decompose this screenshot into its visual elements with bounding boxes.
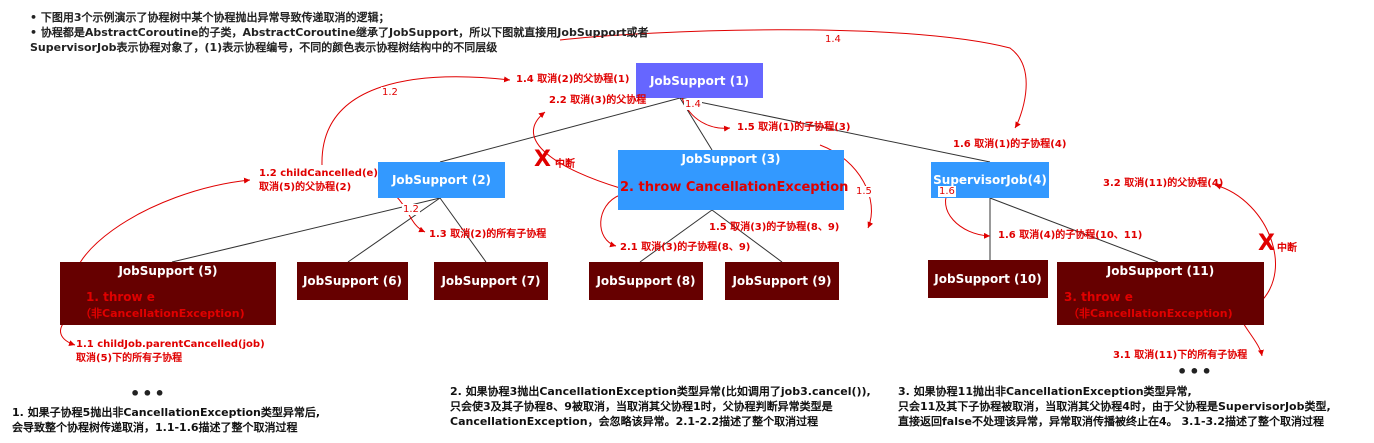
node-7-label: JobSupport (7) <box>441 274 541 288</box>
annotation-1-5-bottom: 1.5 取消(3)的子协程(8、9) <box>709 222 840 233</box>
more-children-ellipsis-left: ••• <box>130 384 167 403</box>
node-5-throw-line-2: （非CancellationException) <box>80 307 245 320</box>
annotation-2-2: 2.2 取消(3)的父协程 <box>549 95 647 106</box>
intro-line-1: • 下图用3个示例演示了协程树中某个协程抛出异常导致传递取消的逻辑； <box>30 11 390 24</box>
node-2-label: JobSupport (2) <box>391 173 492 187</box>
node-3-label: JobSupport (3) <box>681 152 781 166</box>
note-3-line-3: 直接返回false不处理该异常，异常取消传播被终止在4。 3.1-3.2描述了整… <box>898 415 1325 428</box>
step-label-1-5: 1.5 <box>855 186 873 197</box>
tree-edges <box>171 97 1159 263</box>
node-5-throw-text: 1. throw e <box>86 290 155 304</box>
note-2-line-2: 只会使3及其子协程8、9被取消，当取消其父协程1时，父协程判断异常类型是 <box>450 400 833 413</box>
note-example-2: 2. 如果协程3抛出CancellationException类型异常(比如调用… <box>450 384 871 429</box>
node-10-label: JobSupport (10) <box>934 272 1042 286</box>
node-11-throw-text: 3. throw e <box>1064 290 1133 304</box>
node-11-throw-exception: （非CancellationException) <box>1068 305 1233 321</box>
node-3-throw-text: 2. throw CancellationException <box>620 180 849 195</box>
interrupt-x-mark-right: X <box>1258 231 1275 256</box>
intro-line-2: • 协程都是AbstractCoroutine的子类，AbstractCorou… <box>30 26 649 39</box>
step-label-1-4-top: 1.4 <box>824 34 842 45</box>
node-4-label: SupervisorJob(4) <box>933 173 1047 187</box>
annotation-1-2-a: 1.2 childCancelled(e) <box>259 168 378 179</box>
intro-line-3: SupervisorJob表示协程对象了，(1)表示协程编号，不同的颜色表示协程… <box>30 41 498 54</box>
node-3-throw-line: 2. throw CancellationException <box>620 180 849 195</box>
interrupt-text-middle: 中断 <box>555 159 575 170</box>
node-jobsupport-10: JobSupport (10) <box>928 260 1048 298</box>
node-jobsupport-5: JobSupport (5) <box>60 262 276 325</box>
node-9-label: JobSupport (9) <box>732 274 832 288</box>
step-label-1-4-mid: 1.4 <box>684 99 702 110</box>
annotation-3-1: 3.1 取消(11)下的所有子协程 <box>1113 350 1248 361</box>
node-jobsupport-7: JobSupport (7) <box>434 262 548 300</box>
node-11-throw-line-1: 3. throw e <box>1064 290 1133 304</box>
annotation-1-6-bottom: 1.6 取消(4)的子协程(10、11) <box>998 230 1143 241</box>
annotation-1-1-a: 1.1 childJob.parentCancelled(job) <box>76 339 265 350</box>
step-label-1-6: 1.6 <box>938 186 956 197</box>
note-1-line-1: 1. 如果子协程5抛出非CancellationException类型异常后, <box>12 406 321 419</box>
note-2-line-3: CancellationException，会忽略该异常。2.1-2.2描述了整… <box>450 415 819 428</box>
annotation-3-2: 3.2 取消(11)的父协程(4) <box>1103 178 1224 189</box>
note-1-line-2: 会导致整个协程树传递取消，1.1-1.6描述了整个取消过程 <box>12 421 298 434</box>
interrupt-text-right: 中断 <box>1277 243 1297 254</box>
node-1-label: JobSupport (1) <box>649 74 750 88</box>
node-jobsupport-9: JobSupport (9) <box>725 262 839 300</box>
step-label-1-2: 1.2 <box>381 87 399 98</box>
note-example-3: 3. 如果协程11抛出非CancellationException类型异常, 只… <box>898 384 1331 429</box>
node-11-label: JobSupport (11) <box>1106 264 1215 278</box>
node-jobsupport-6: JobSupport (6) <box>297 262 408 300</box>
annotation-1-5-top: 1.5 取消(1)的子协程(3) <box>737 122 851 133</box>
note-3-line-1: 3. 如果协程11抛出非CancellationException类型异常, <box>898 385 1192 398</box>
note-2-line-1: 2. 如果协程3抛出CancellationException类型异常(比如调用… <box>450 385 871 398</box>
node-jobsupport-8: JobSupport (8) <box>589 262 703 300</box>
intro-text: • 下图用3个示例演示了协程树中某个协程抛出异常导致传递取消的逻辑； • 协程都… <box>30 10 649 55</box>
annotation-1-1-b: 取消(5)下的所有子协程 <box>76 353 183 364</box>
node-5-label: JobSupport (5) <box>118 264 218 278</box>
annotation-2-1: 2.1 取消(3)的子协程(8、9) <box>620 242 751 253</box>
step-label-1-2-bottom: 1.2 <box>402 204 420 215</box>
node-5-throw-line-1: 1. throw e <box>86 290 155 304</box>
node-jobsupport-11: JobSupport (11) <box>1057 262 1264 325</box>
node-6-label: JobSupport (6) <box>302 274 403 288</box>
annotation-1-6-top: 1.6 取消(1)的子协程(4) <box>953 139 1067 150</box>
node-jobsupport-1: JobSupport (1) <box>636 63 763 98</box>
node-jobsupport-3: JobSupport (3) <box>618 150 844 210</box>
note-example-1: 1. 如果子协程5抛出非CancellationException类型异常后, … <box>12 405 320 435</box>
more-children-ellipsis-right: ••• <box>1177 362 1214 381</box>
interrupt-x-mark-middle: X <box>534 147 551 172</box>
note-3-line-2: 只会11及其下子协程被取消，当取消其父协程4时，由于父协程是Supervisor… <box>898 400 1331 413</box>
node-5-throw-exception: （非CancellationException) <box>80 305 245 321</box>
node-jobsupport-2: JobSupport (2) <box>378 162 505 198</box>
annotation-1-4: 1.4 取消(2)的父协程(1) <box>516 74 630 85</box>
annotation-1-2-b: 取消(5)的父协程(2) <box>259 182 352 193</box>
annotation-1-3: 1.3 取消(2)的所有子协程 <box>429 229 547 240</box>
node-8-label: JobSupport (8) <box>596 274 696 288</box>
node-11-throw-line-2: （非CancellationException) <box>1068 307 1233 320</box>
